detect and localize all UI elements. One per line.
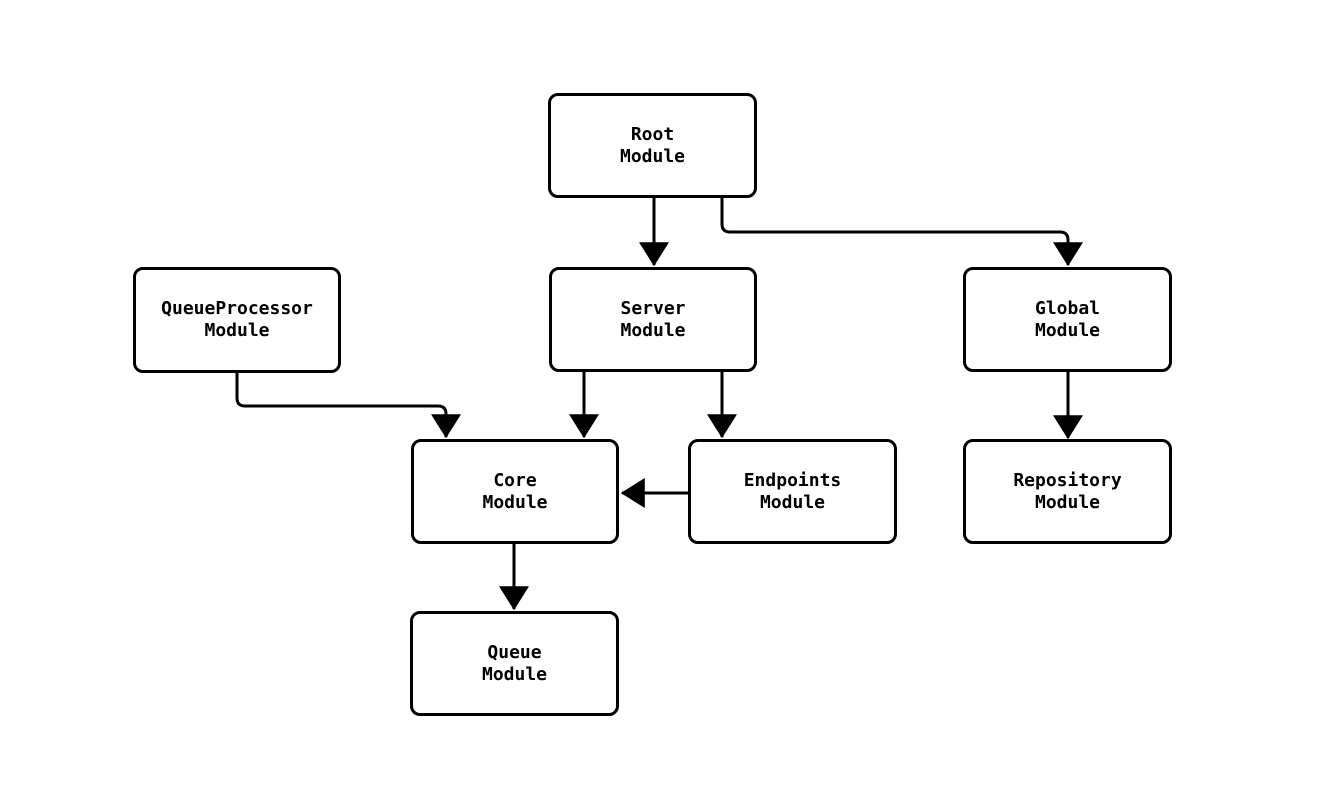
node-server-module: Server Module (549, 267, 757, 372)
node-root-module: Root Module (548, 93, 757, 198)
edge-queueprocessor-to-core-arrow (235, 373, 461, 439)
node-core-module: Core Module (411, 439, 619, 544)
edge-root-to-global-arrow (720, 198, 1083, 267)
node-queue-module: Queue Module (410, 611, 619, 716)
node-global-module: Global Module (963, 267, 1172, 372)
node-repository-module: Repository Module (963, 439, 1172, 544)
node-queueprocessor-module: QueueProcessor Module (133, 267, 341, 373)
node-endpoints-module: Endpoints Module (688, 439, 897, 544)
